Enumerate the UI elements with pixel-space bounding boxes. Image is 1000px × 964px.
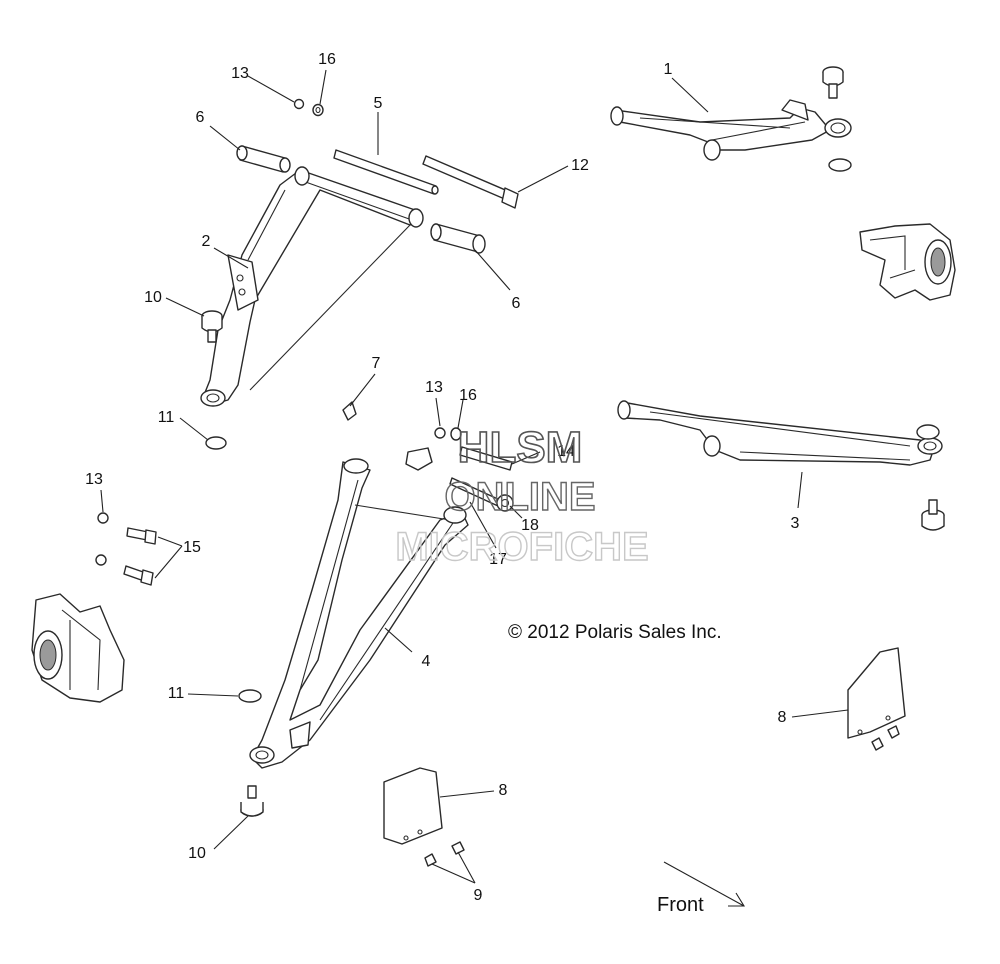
washer-16-center: [450, 427, 462, 441]
front-label: Front: [657, 894, 704, 916]
retaining-ring: [828, 158, 852, 172]
callout-2: 2: [202, 233, 211, 250]
callout-15: 15: [183, 539, 201, 556]
callout-18: 18: [521, 517, 539, 534]
callout-labels: 1 2 3 4 5 6 6 7 8 8 9 10 10 11 11 12 13 …: [85, 51, 799, 904]
callout-5: 5: [374, 95, 383, 112]
nut-13-left-b: [95, 554, 107, 566]
callout-6-mid: 6: [512, 295, 521, 312]
callout-13-center: 13: [425, 379, 443, 396]
grease-fitting-7: [342, 401, 357, 421]
steering-knuckle-right: [859, 223, 956, 301]
bolt-15-b: [123, 565, 154, 586]
callout-4: 4: [422, 653, 431, 670]
guard-plate-lower: [383, 767, 443, 845]
ball-joint-10-lower: [240, 785, 264, 817]
callout-1: 1: [664, 61, 673, 78]
nut-13-center: [434, 427, 446, 439]
front-direction-indicator: Front: [657, 861, 745, 916]
callout-11-lower: 11: [168, 685, 185, 702]
watermark-line-2: ONLINE: [444, 475, 595, 519]
callout-7: 7: [372, 355, 381, 372]
nut-18: [496, 494, 514, 512]
washer-16-top: [312, 103, 324, 117]
callout-3: 3: [791, 515, 800, 532]
front-arrow-line: [663, 861, 745, 907]
ball-joint-lower-right: [921, 499, 945, 531]
bolt-14: [459, 446, 513, 471]
screw-9-c: [871, 737, 884, 751]
ball-joint-top: [822, 66, 844, 99]
copyright-notice: © 2012 Polaris Sales Inc.: [508, 622, 722, 643]
callout-12: 12: [571, 157, 589, 174]
lower-a-arm-right: [617, 400, 943, 466]
retaining-ring-11-upper: [205, 436, 227, 450]
watermark-line-1: HLSM: [458, 423, 583, 472]
leader-lines: [100, 69, 849, 884]
callout-10-lower: 10: [188, 845, 206, 862]
steering-knuckle-left: [31, 593, 125, 703]
front-arrow-icon: [728, 892, 745, 907]
nut-13-top: [293, 98, 305, 110]
screw-9-d: [887, 725, 900, 739]
ball-joint-10-upper: [201, 310, 223, 343]
callout-9: 9: [474, 887, 483, 904]
callout-13-left: 13: [85, 471, 103, 488]
callout-10-upper: 10: [144, 289, 162, 306]
callout-13-top: 13: [231, 65, 249, 82]
bushing-6-top: [236, 145, 291, 173]
callout-11-upper: 11: [158, 409, 175, 426]
shaft-5: [333, 149, 439, 195]
watermark: HLSM ONLINE MICROFICHE: [395, 422, 650, 570]
guard-plate-right: [847, 647, 906, 739]
upper-a-arm-right: [610, 99, 852, 161]
lower-a-arm-center: [249, 458, 469, 769]
callout-16-center: 16: [459, 387, 477, 404]
watermark-line-3: MICROFICHE: [395, 525, 648, 569]
screw-9-a: [424, 853, 437, 867]
nut-13-left-a: [97, 512, 109, 524]
callout-8-lower: 8: [499, 782, 508, 799]
bushing-6-mid: [430, 223, 486, 254]
callout-8-right: 8: [778, 709, 787, 726]
retaining-ring-11-lower: [238, 689, 262, 703]
callout-17: 17: [489, 551, 507, 568]
bolt-15-a: [126, 527, 157, 545]
upper-a-arm-left: [200, 166, 424, 407]
callout-6-top: 6: [196, 109, 205, 126]
screw-9-b: [451, 841, 465, 855]
bolt-12: [422, 155, 519, 209]
callout-16-top: 16: [318, 51, 336, 68]
retaining-ring-right: [916, 424, 940, 440]
callout-14: 14: [557, 443, 575, 460]
cap-part: [405, 447, 433, 471]
